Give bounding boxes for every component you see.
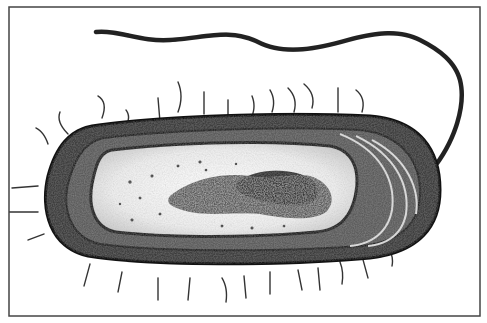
print-texture [45,114,440,263]
